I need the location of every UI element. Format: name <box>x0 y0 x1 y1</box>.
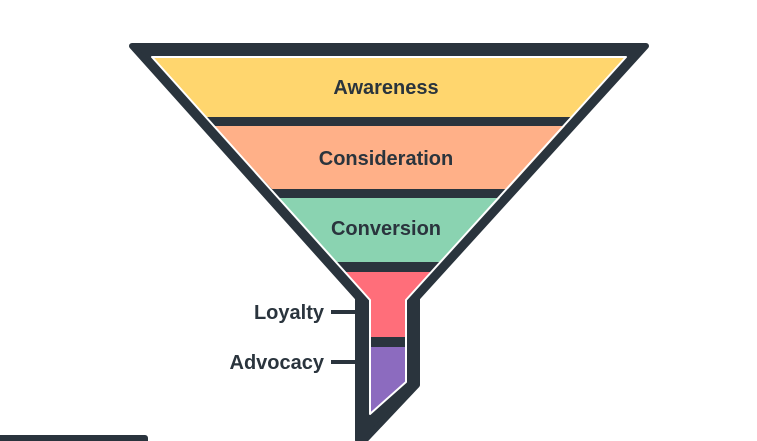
funnel-inner-rim <box>151 56 627 415</box>
stage-label-loyalty: Loyalty <box>254 302 325 324</box>
stage-label-advocacy: Advocacy <box>230 352 325 374</box>
stage-advocacy-band <box>370 347 406 414</box>
stage-loyalty-band <box>344 272 432 337</box>
stage-consideration-band <box>213 126 565 189</box>
bottom-edge-bar <box>0 435 148 441</box>
stage-label-awareness: Awareness <box>333 77 438 99</box>
stage-conversion-band <box>279 198 500 262</box>
stage-label-conversion: Conversion <box>331 218 441 240</box>
stage-label-consideration: Consideration <box>319 148 453 170</box>
stage-awareness-band <box>152 58 626 117</box>
